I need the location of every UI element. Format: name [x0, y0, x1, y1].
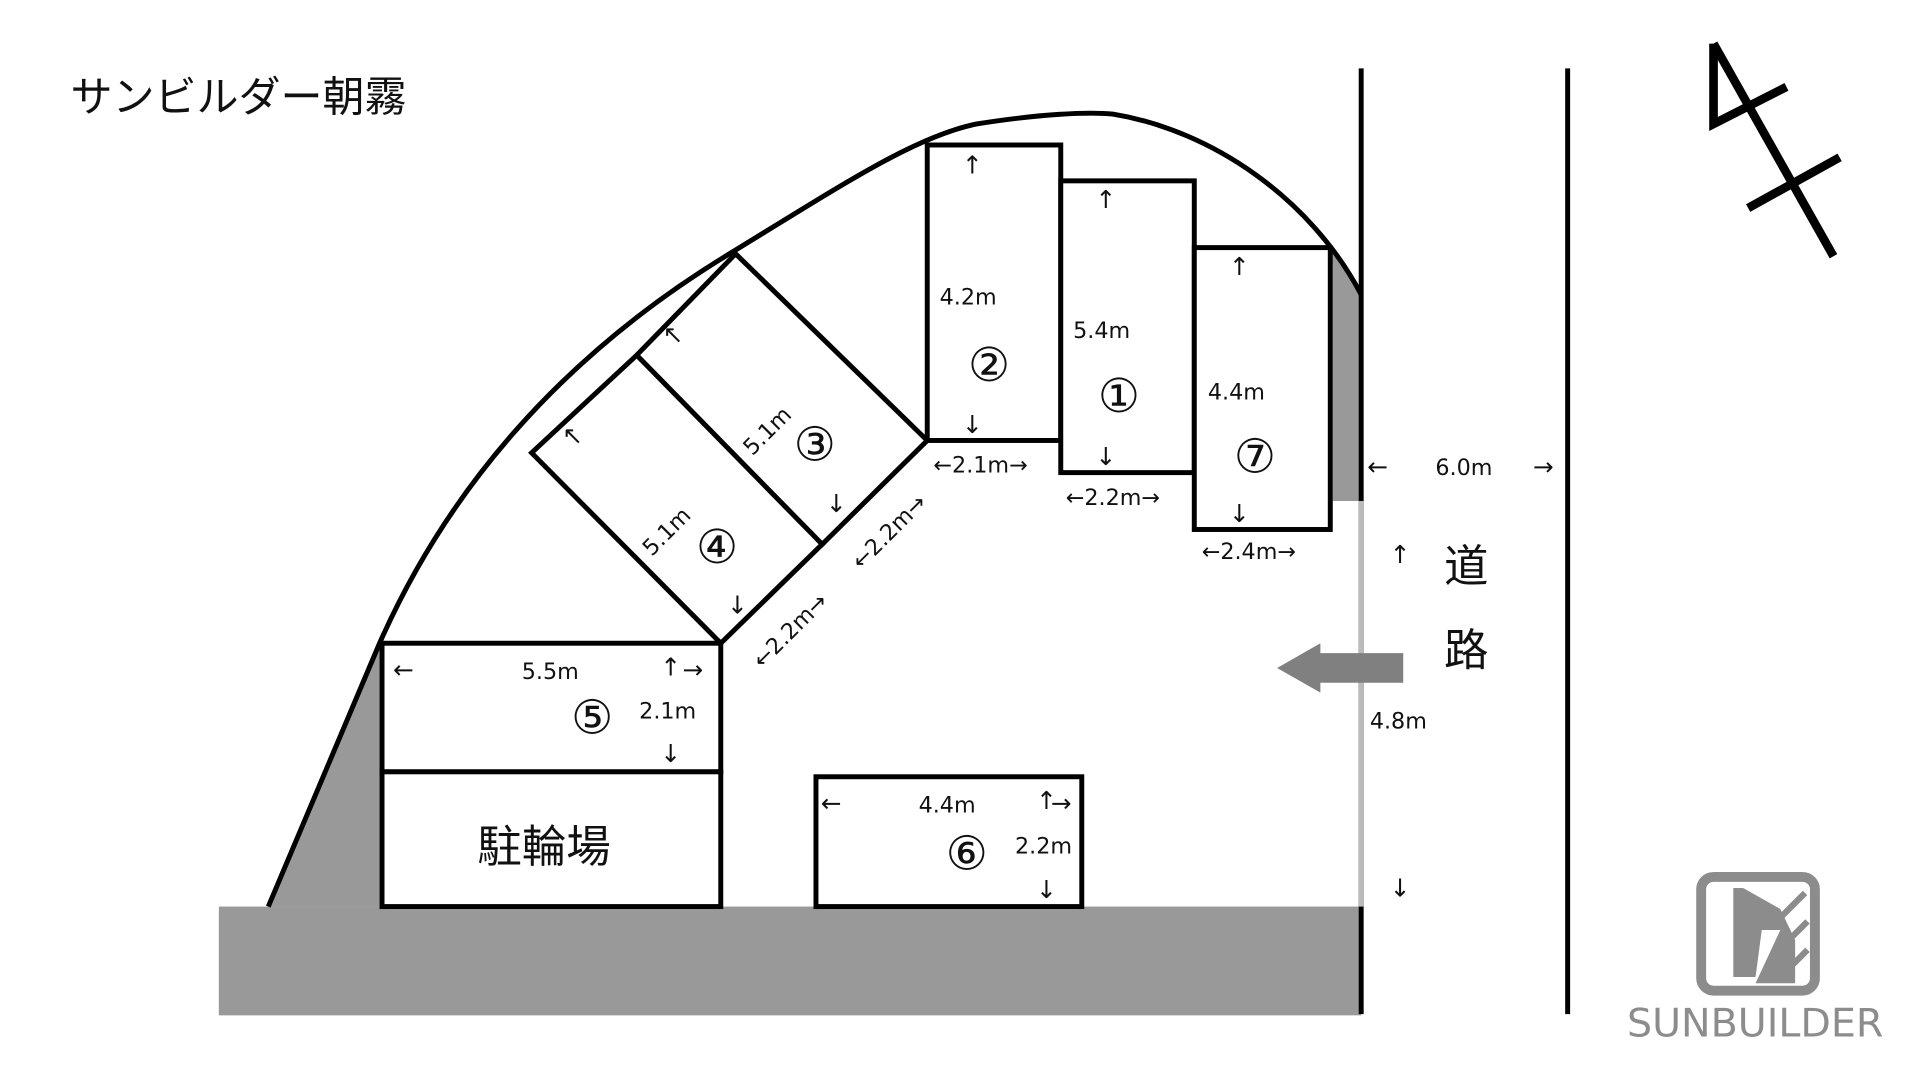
arrow-right: →: [1533, 452, 1554, 481]
parking-spot-2[interactable]: [924, 142, 1064, 443]
spot-7-label: ⑦: [1234, 430, 1276, 485]
page-title: サンビルダー朝霧: [70, 73, 406, 122]
arrow-up: ↑: [1095, 185, 1116, 214]
arrow-down: ↓: [1229, 499, 1250, 528]
spot-5-width: 2.1m: [639, 699, 696, 725]
north-arrow-icon: [1709, 41, 1842, 259]
parking-spot-6[interactable]: [813, 774, 1085, 910]
arrow-up: ↑: [1036, 786, 1057, 815]
spot-2-width: ←2.1m→: [933, 453, 1027, 479]
boundary-curve: [266, 110, 1364, 908]
parking-spot-4[interactable]: [528, 351, 826, 647]
sunbuilder-logo: SUNBUILDER: [1627, 871, 1883, 1046]
arrow-right: →: [1051, 788, 1072, 817]
arrow-down: ↓: [1095, 442, 1116, 471]
entrance-arrow-icon: [1277, 643, 1404, 693]
parking-spot-7[interactable]: [1191, 245, 1333, 532]
spot-7-length: 4.4m: [1208, 380, 1265, 406]
arrow-down: ↓: [1390, 874, 1411, 903]
entrance-width: 4.8m: [1370, 709, 1427, 735]
spot-2-length: 4.2m: [940, 284, 997, 310]
parking-spot-5[interactable]: [379, 640, 724, 775]
arrow-up: ↑: [1229, 252, 1250, 281]
arrow-right: →: [682, 655, 703, 684]
road-label-2: 路: [1444, 625, 1489, 676]
arrow-down: ↓: [826, 489, 847, 518]
spot-4-label: ④: [696, 520, 738, 575]
arrow-up: ↑: [1390, 540, 1411, 569]
arrow-up: ↑: [660, 652, 681, 681]
spot-6-width: 2.2m: [1015, 833, 1072, 859]
spot-1-length: 5.4m: [1073, 318, 1130, 344]
road-width: 6.0m: [1435, 455, 1492, 481]
spot-7-width: ←2.4m→: [1202, 539, 1296, 565]
spot-6-label: ⑥: [946, 826, 988, 881]
arrow-down: ↓: [660, 739, 681, 768]
bike-parking-label: 駐輪場: [477, 822, 611, 873]
spot-1-label: ①: [1098, 369, 1140, 424]
right-wedge: [1332, 253, 1362, 502]
bike-parking[interactable]: [379, 769, 724, 910]
road-label-1: 道: [1444, 541, 1489, 592]
arrow-left: ←: [1367, 452, 1388, 481]
parking-spot-1[interactable]: [1058, 178, 1197, 476]
arrow-up: ↑: [962, 150, 983, 179]
spot-2-label: ②: [968, 338, 1010, 393]
arrow-down: ↓: [1036, 875, 1057, 904]
arrow-down: ↓: [962, 410, 983, 439]
spot-3-label: ③: [794, 417, 836, 472]
spot-1-width: ←2.2m→: [1066, 485, 1160, 511]
spot-5-label: ⑤: [571, 690, 613, 745]
arrow-left: ←: [821, 788, 842, 817]
spot-5-length: 5.5m: [522, 659, 579, 685]
ground-strip: [218, 906, 1362, 1016]
arrow-left: ←: [393, 655, 414, 684]
arrow-down: ↓: [727, 591, 748, 620]
logo-text: SUNBUILDER: [1627, 1000, 1883, 1046]
spot-6-length: 4.4m: [919, 793, 976, 819]
